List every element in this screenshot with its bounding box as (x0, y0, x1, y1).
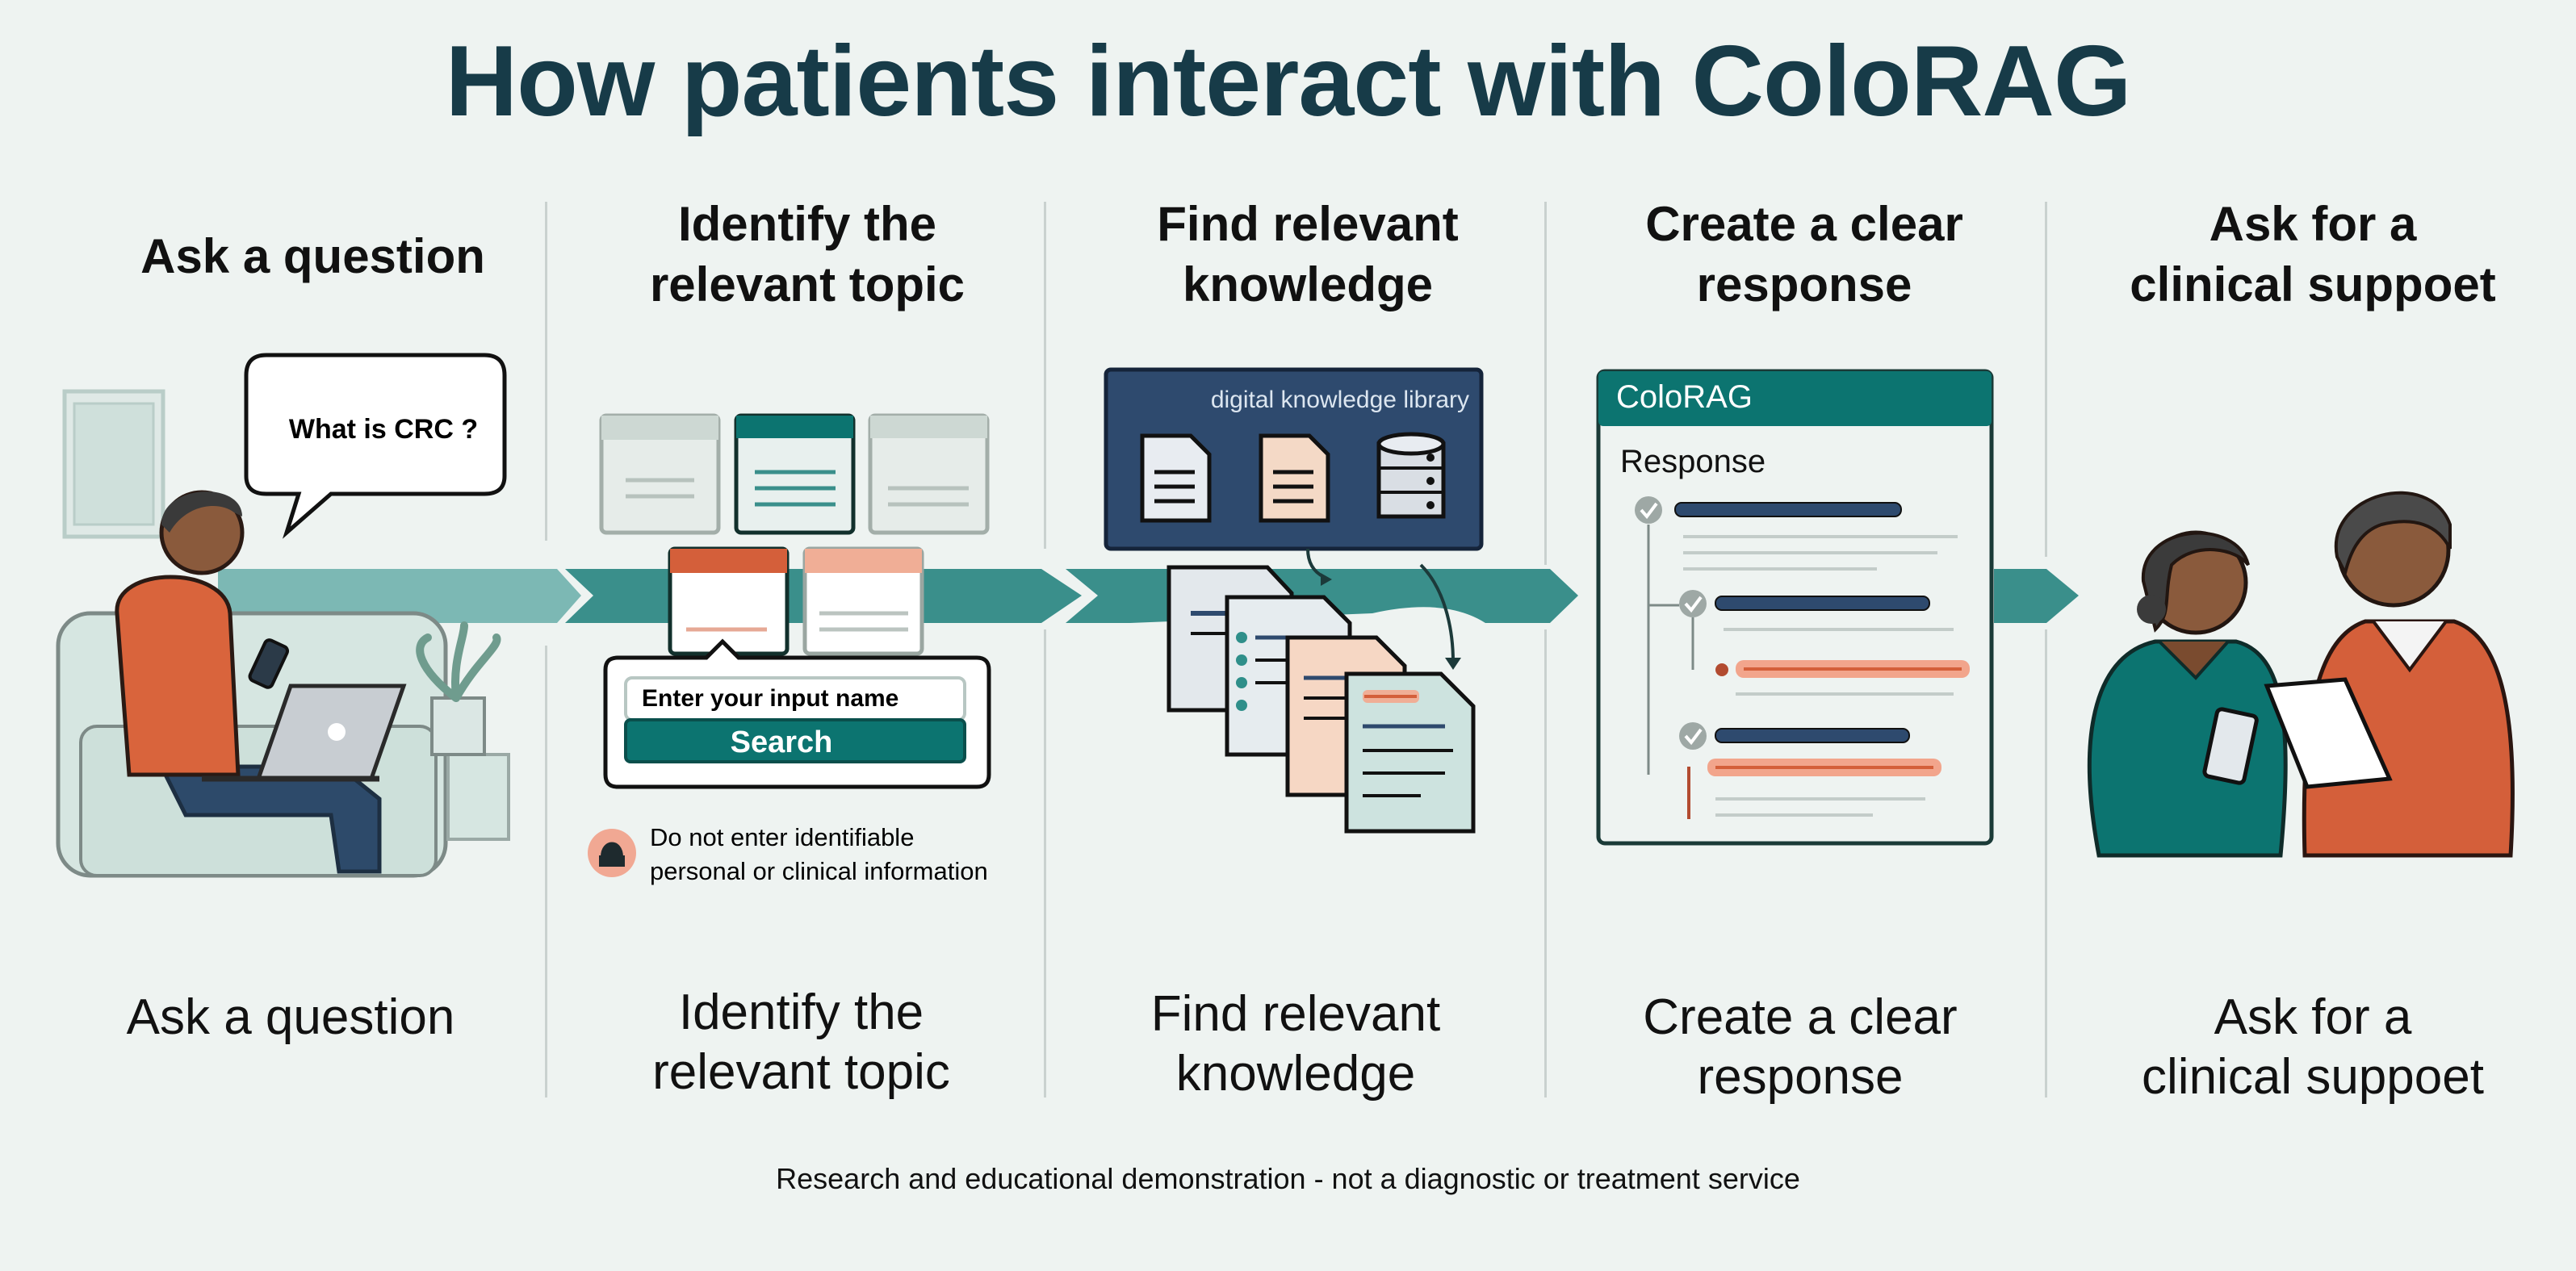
step-5-heading: Ask for a clinical suppoet (2130, 197, 2496, 311)
search-button-label: Search (731, 725, 833, 759)
laptop-icon (202, 684, 407, 782)
library-label: digital knowledge library (1211, 387, 1469, 413)
search-input-label: Enter your input name (642, 685, 898, 712)
speech-bubble-text: What is CRC ? (289, 414, 478, 445)
privacy-notice-line-1: Do not enter identifiable (650, 823, 914, 851)
step-2-heading: Identify the relevant topic (649, 197, 965, 311)
tablet-icon (2202, 707, 2259, 785)
clipboard-icon (2264, 677, 2393, 789)
column-divider (545, 202, 547, 541)
step-1-caption: Ask a question (126, 989, 455, 1045)
lock-icon (588, 829, 636, 877)
step-3-caption: Find relevant knowledge (1150, 986, 1441, 1102)
column-divider (1044, 629, 1046, 1097)
privacy-notice-line-2: personal or clinical information (650, 857, 988, 885)
document-icon (1259, 433, 1330, 523)
topic-cards (599, 413, 990, 656)
database-icon (1376, 432, 1446, 519)
page-title: How patients interact with ColoRAG (445, 26, 2132, 137)
knowledge-library: digital knowledge library (1104, 367, 1484, 670)
response-app-name: ColoRAG (1616, 379, 1753, 415)
step-4-heading: Create a clear response (1645, 197, 1963, 311)
response-card: ColoRAG Response (1596, 369, 1994, 846)
step-3-heading: Find relevant knowledge (1157, 197, 1459, 311)
check-icon (1679, 722, 1707, 750)
column-divider (1544, 629, 1547, 1097)
document-icon (1140, 433, 1212, 523)
check-icon (1679, 590, 1707, 617)
column-divider (2045, 629, 2047, 1097)
step-5-caption: Ask for a clinical suppoet (2142, 989, 2484, 1105)
step-2-caption: Identify the relevant topic (652, 985, 950, 1100)
document-stack (1167, 565, 1476, 834)
step-1-heading: Ask a question (140, 229, 485, 283)
speech-bubble-icon (244, 353, 507, 539)
column-divider (2045, 202, 2047, 557)
column-divider (1544, 202, 1547, 565)
column-divider (545, 646, 547, 1097)
footer-disclaimer: Research and educational demonstration -… (776, 1162, 1800, 1195)
phone-icon (248, 638, 290, 689)
patient-illustration: What is CRC ? (56, 353, 510, 878)
plant-icon (416, 621, 501, 756)
search-button[interactable] (624, 718, 966, 763)
column-divider (1044, 202, 1046, 549)
response-label: Response (1620, 444, 1766, 479)
check-icon (1635, 496, 1662, 524)
step-4-caption: Create a clear response (1643, 989, 1958, 1105)
clinician-illustration (2087, 491, 2515, 858)
